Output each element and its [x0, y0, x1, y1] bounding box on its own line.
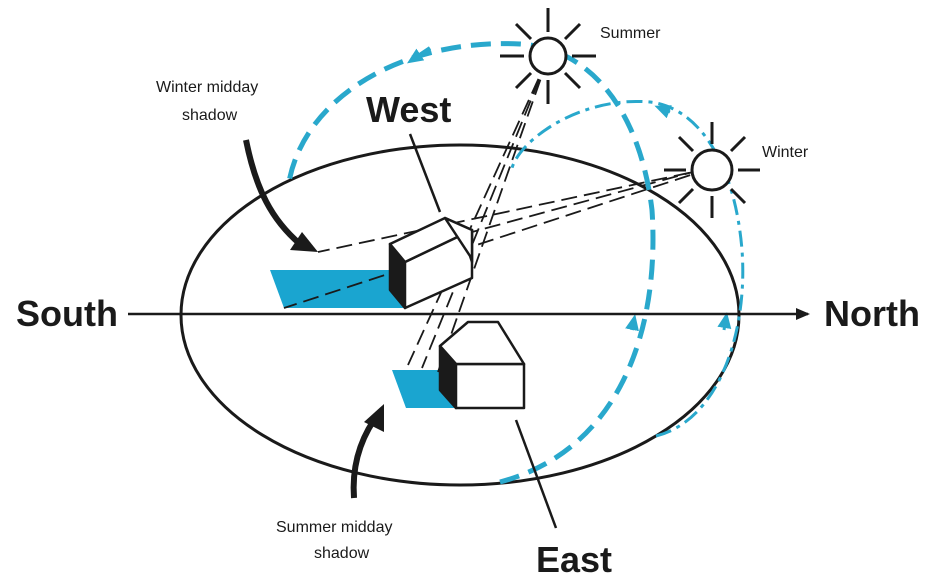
- west-pointer: [408, 133, 442, 213]
- winter-shadow-caption-line1: Winter midday: [156, 79, 258, 96]
- sun-icon: [664, 122, 760, 218]
- winter-path-arrow-top: [654, 105, 672, 119]
- summer-shadow-arrowhead: [364, 404, 384, 432]
- summer-shadow-caption-line1: Summer midday: [276, 519, 392, 536]
- east-pointer: [514, 419, 558, 529]
- sun-icon: [500, 8, 596, 104]
- winter-shadow: [270, 270, 408, 308]
- winter-label: Winter: [762, 144, 809, 161]
- summer-sun-path: [285, 41, 656, 485]
- summer-shadow-arrow: [350, 418, 377, 499]
- north-label: North: [824, 293, 920, 334]
- west-label: West: [366, 89, 451, 130]
- summer-label: Summer: [600, 25, 661, 42]
- house-icon: [438, 320, 526, 410]
- south-label: South: [16, 293, 118, 334]
- house-icon: [388, 216, 474, 310]
- summer-shadow-caption-line2: shadow: [314, 545, 370, 562]
- winter-path-arrow-right: [717, 312, 732, 331]
- winter-shadow-caption-line2: shadow: [182, 107, 238, 124]
- east-label: East: [536, 539, 612, 580]
- summer-path-arrow-right: [625, 314, 639, 332]
- winter-shadow-arrowhead: [290, 232, 318, 252]
- summer-path-arrow-top: [407, 46, 432, 64]
- winter-shadow-arrow: [243, 139, 302, 247]
